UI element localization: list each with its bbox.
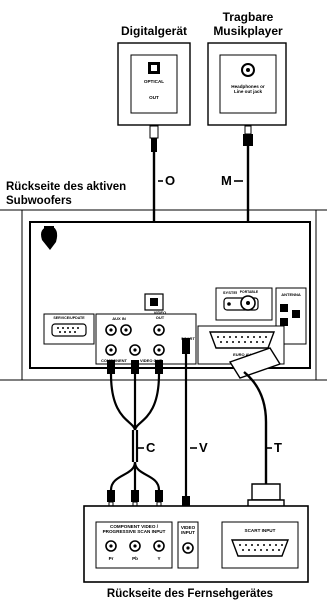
tv-y-label: Y bbox=[157, 556, 161, 561]
update-port-label: SERVICE/UPDATE bbox=[53, 316, 85, 320]
tv-pr-label: Pr bbox=[108, 556, 114, 561]
tv-video-input-label: VIDEO INPUT bbox=[180, 525, 196, 535]
cable-m-label: M bbox=[221, 173, 232, 188]
portable-player-label: Tragbare Musikplayer bbox=[213, 10, 283, 38]
cable-v-label: V bbox=[199, 440, 208, 455]
digital-device-label: Digitalgerät bbox=[120, 24, 187, 38]
component-label: COMPONENT bbox=[101, 358, 127, 363]
cable-c bbox=[107, 360, 163, 511]
video-label: VIDEO OUT bbox=[139, 358, 162, 363]
subwoofer-back-label: Rückseite des aktiven Subwoofers bbox=[6, 181, 127, 207]
tv-pb-label: Pb bbox=[132, 556, 138, 561]
cable-c-label: C bbox=[146, 440, 156, 455]
scart-label: SCART bbox=[181, 336, 195, 341]
cable-t-label: T bbox=[274, 440, 282, 455]
cable-t bbox=[228, 347, 285, 515]
serial-port bbox=[51, 323, 87, 337]
video-out-top-label: VIDEO OUT bbox=[153, 310, 167, 320]
tv-scart-connector bbox=[230, 539, 290, 557]
tv-component-input-label: COMPONENT VIDEO / PROGRESSIVE SCAN INPUT bbox=[102, 524, 166, 534]
av-jack-panel bbox=[95, 313, 197, 365]
euro-av-scart-connector bbox=[208, 331, 276, 349]
tv-back-label: Rückseite des Fernsehgerätes bbox=[106, 588, 274, 600]
cable-o-label: O bbox=[165, 173, 176, 188]
euro-av-label: EURO AV bbox=[233, 352, 251, 357]
out-label: OUT bbox=[149, 95, 159, 100]
portable-label: PORTABLE bbox=[237, 290, 261, 295]
antenna-label: ANTENNA bbox=[281, 292, 301, 297]
tv-scart-input-label: SCART INPUT bbox=[244, 528, 276, 533]
optical-label: OPTICAL bbox=[143, 79, 165, 84]
headphone-jack-label: Headphones or Line out jack bbox=[231, 84, 265, 94]
aux-in-label: AUX IN bbox=[112, 316, 126, 321]
